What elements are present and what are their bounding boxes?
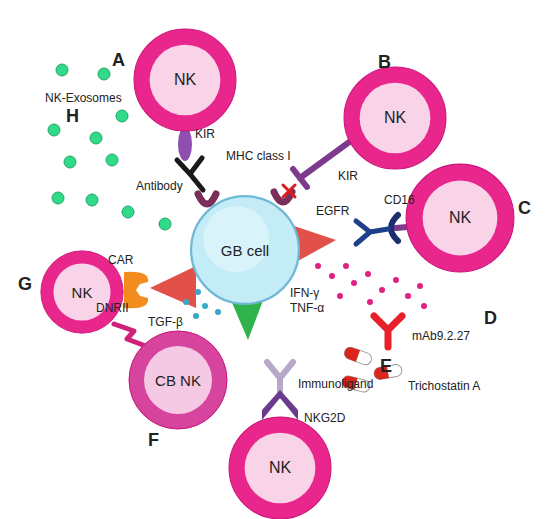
callout-label: KIR [195, 128, 215, 142]
callout-label: EGFR [316, 205, 349, 219]
panel-letter: B [378, 52, 391, 73]
cytokine-dot [337, 293, 343, 299]
exosome [86, 194, 98, 206]
cytokine-dot [379, 287, 385, 293]
pill [343, 346, 373, 367]
node-label: NK [269, 459, 291, 477]
panel-letter: C [518, 198, 531, 219]
cytokine-dot [215, 309, 221, 315]
exosome [122, 206, 134, 218]
node-text-holder: NK [228, 416, 332, 519]
cytokine-dot [365, 271, 371, 277]
cytokine-dot [329, 273, 335, 279]
kir-receptor [178, 127, 192, 161]
callout-label: IFN-γ [290, 287, 319, 301]
callout-label: KIR [338, 170, 358, 184]
antibody-symbol [356, 221, 388, 244]
egfr-spike [294, 226, 336, 262]
callout-label: NKG2D [304, 412, 345, 426]
panel-letter: A [112, 50, 125, 71]
callout-label: TGF-β [148, 316, 183, 330]
nk-cell: NK [228, 416, 332, 519]
exosome [98, 68, 110, 80]
callout-label: Antibody [136, 180, 183, 194]
cell-membrane [191, 196, 299, 304]
callout-label: mAb9.2.27 [412, 330, 470, 344]
node-label: NK [449, 209, 471, 227]
panel-letter: F [148, 430, 159, 451]
callout-label: CD16 [384, 194, 415, 208]
antibody-symbol [374, 316, 402, 347]
cell-nucleus [150, 45, 221, 116]
cytokine-dot [315, 263, 321, 269]
tumor-cell: GB cell [190, 195, 300, 305]
exosome [48, 124, 60, 136]
nk-cell: NK [133, 28, 237, 132]
exosome [64, 156, 76, 168]
callout-label: Immunoligand [298, 378, 373, 392]
panel-letter: G [18, 274, 32, 295]
cytokine-dot [202, 303, 208, 309]
exosome [116, 110, 128, 122]
cell-nucleus [423, 181, 498, 256]
cell-membrane [134, 29, 236, 131]
exosome [52, 192, 64, 204]
callout-label: MHC class I [226, 150, 291, 164]
panel-letter: D [484, 308, 497, 329]
node-text-holder: CB NK [128, 330, 228, 430]
node-label: GB cell [221, 242, 269, 259]
callout-label: CAR [108, 254, 133, 268]
exosome [159, 218, 171, 230]
cytokine-dot [183, 299, 189, 305]
node-text-holder: NK [343, 66, 447, 170]
cytokine-dot [193, 313, 199, 319]
node-text-holder: NK [405, 163, 515, 273]
block-cross [283, 185, 295, 197]
dnrii-receptor [114, 324, 143, 345]
exosome [56, 64, 68, 76]
cytokine-dot [417, 283, 423, 289]
cell-membrane [344, 67, 446, 169]
cytokine-dot [367, 299, 373, 305]
cell-nucleus [144, 346, 212, 414]
node-label: NK [174, 71, 196, 89]
callout-label: DNRII [96, 302, 129, 316]
nkg2d-receptor [262, 390, 298, 420]
node-label: NK [72, 284, 93, 301]
cell-membrane [406, 164, 514, 272]
cytokine-dot [195, 289, 201, 295]
node-text-holder: NK [133, 28, 237, 132]
node-label: NK [384, 109, 406, 127]
cell-nucleus [360, 83, 431, 154]
cell-nucleus [245, 433, 316, 504]
cytokine-dot [393, 277, 399, 283]
cell-membrane [229, 417, 331, 519]
nk-cell: NK [405, 163, 515, 273]
mhc-receptor [198, 194, 216, 204]
callout-label: NK-Exosomes [45, 92, 122, 106]
callout-label: TNF-α [290, 302, 324, 316]
antigen-spike [150, 266, 196, 308]
nk-cell: NK [343, 66, 447, 170]
cytokine-dot [421, 303, 427, 309]
node-label: CB NK [155, 372, 201, 389]
cytokines [315, 263, 427, 309]
cell-highlight [203, 206, 269, 272]
cd16-receptor [396, 227, 407, 228]
cytokine-dot [405, 293, 411, 299]
exosome [106, 154, 118, 166]
node-text-holder: GB cell [190, 195, 300, 305]
cytokine-dot [343, 263, 349, 269]
cytokine-dot [351, 280, 357, 286]
exosome [90, 132, 102, 144]
cord-blood-nk-cell: CB NK [128, 330, 228, 430]
callout-label: Trichostatin A [408, 380, 480, 394]
panel-letter: H [66, 106, 79, 127]
cd16-receptor [391, 215, 398, 241]
cell-membrane [129, 331, 227, 429]
panel-letter: E [380, 356, 392, 377]
